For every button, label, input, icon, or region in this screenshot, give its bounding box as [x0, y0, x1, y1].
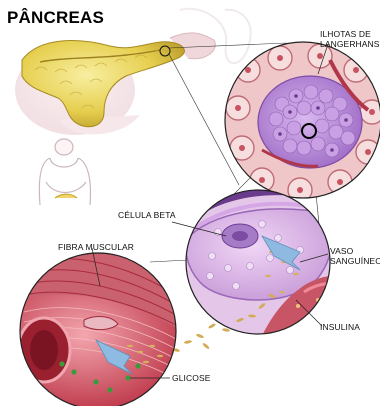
- beta-cell-magnified-circle: [180, 185, 340, 345]
- muscle-fiber-magnified-circle: [18, 250, 180, 406]
- glucose-label: GLICOSE: [172, 374, 211, 384]
- blood-vessel-label-line2: SANGUÍNEO: [330, 257, 380, 267]
- human-torso-outline-icon: [39, 139, 90, 205]
- islets-label: ILHOTAS DE LANGERHANS: [320, 30, 380, 50]
- muscle-fiber-label: FIBRA MUSCULAR: [58, 243, 134, 253]
- islets-label-line2: LANGERHANS: [320, 40, 380, 50]
- page-title: PÂNCREAS: [7, 8, 104, 28]
- islet-magnified-circle: [220, 40, 380, 210]
- blood-vessel-label: VASO SANGUÍNEO: [330, 247, 380, 267]
- insulin-label: INSULINA: [320, 323, 360, 333]
- beta-cell-label: CÉLULA BETA: [118, 211, 176, 221]
